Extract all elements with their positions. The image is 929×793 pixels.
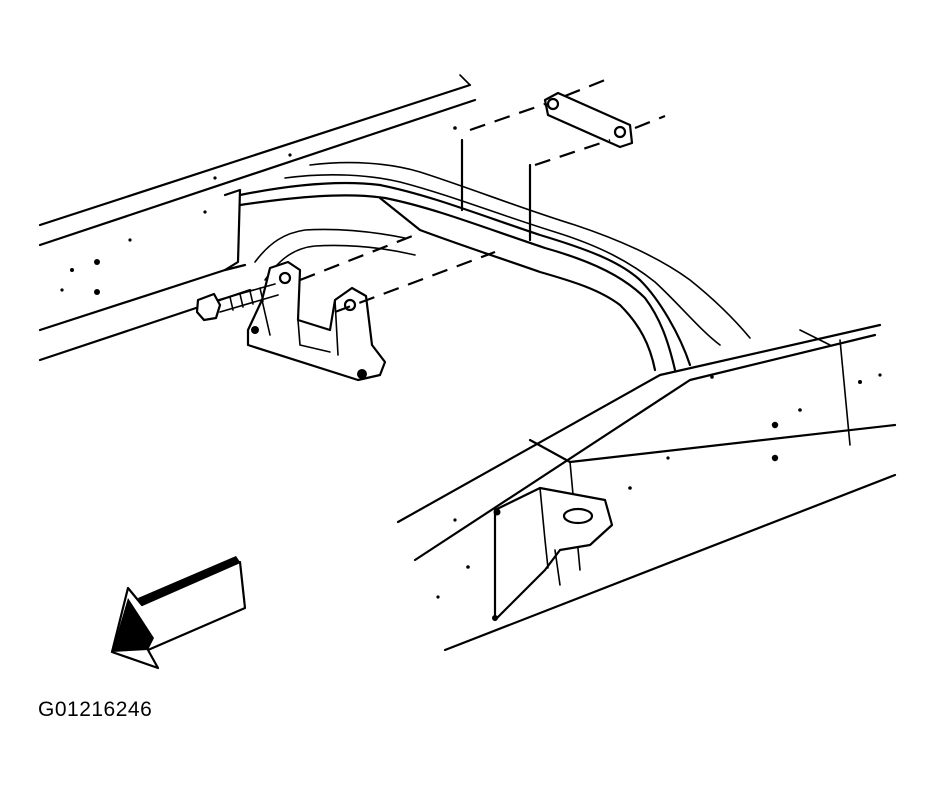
left-frame-rail [38, 74, 477, 362]
right-frame-rail [396, 323, 897, 652]
bolt [195, 231, 496, 322]
front-arrow [110, 556, 247, 670]
figure-code: G01216246 [38, 698, 153, 721]
crossmember [238, 161, 751, 372]
mount-bracket [246, 260, 387, 382]
hanger-bracket [492, 486, 614, 622]
retainer-plate [460, 78, 666, 242]
